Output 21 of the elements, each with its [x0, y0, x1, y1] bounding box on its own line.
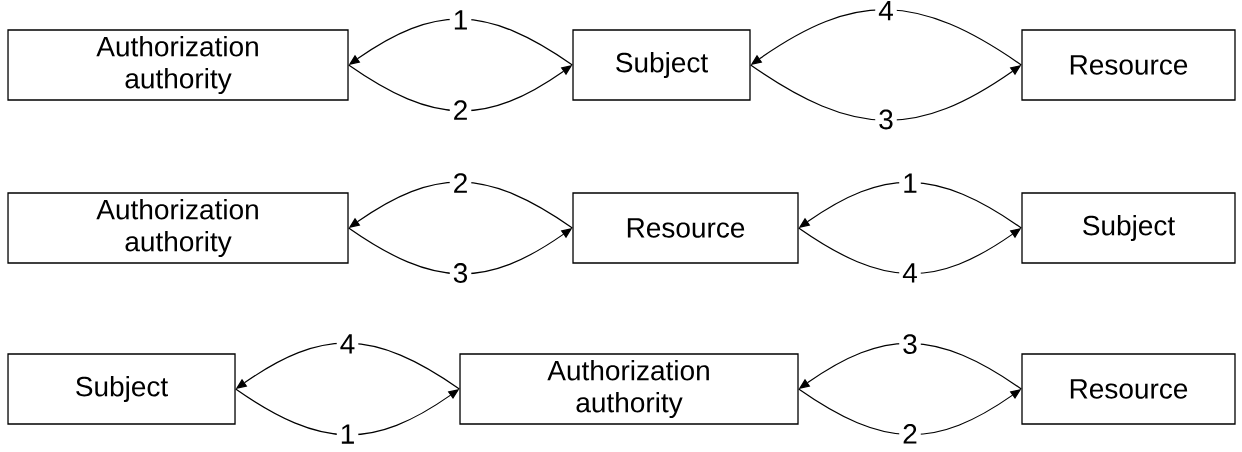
- edge-label: 2: [899, 421, 921, 447]
- process-box: Subject: [572, 29, 751, 101]
- process-box: Subject: [1021, 192, 1236, 264]
- edge-label: 4: [336, 331, 359, 357]
- process-box: Resource: [572, 192, 799, 264]
- edge-label: 3: [449, 260, 472, 286]
- process-box: Subject: [7, 353, 236, 425]
- edge-label: 1: [336, 421, 359, 447]
- edge-label: 2: [449, 170, 472, 196]
- edge-label: 4: [875, 0, 897, 24]
- edge-label: 1: [899, 170, 921, 196]
- edge-label: 3: [875, 106, 897, 133]
- edge-label: 4: [899, 260, 921, 286]
- process-box: Authorization authority: [7, 192, 349, 264]
- edge-label: 2: [449, 97, 472, 123]
- process-box: Resource: [1021, 29, 1236, 101]
- process-box: Authorization authority: [7, 29, 349, 101]
- edge-label: 3: [899, 331, 921, 358]
- process-box: Authorization authority: [459, 353, 799, 425]
- edge-label: 1: [449, 7, 472, 33]
- process-box: Resource: [1021, 353, 1236, 425]
